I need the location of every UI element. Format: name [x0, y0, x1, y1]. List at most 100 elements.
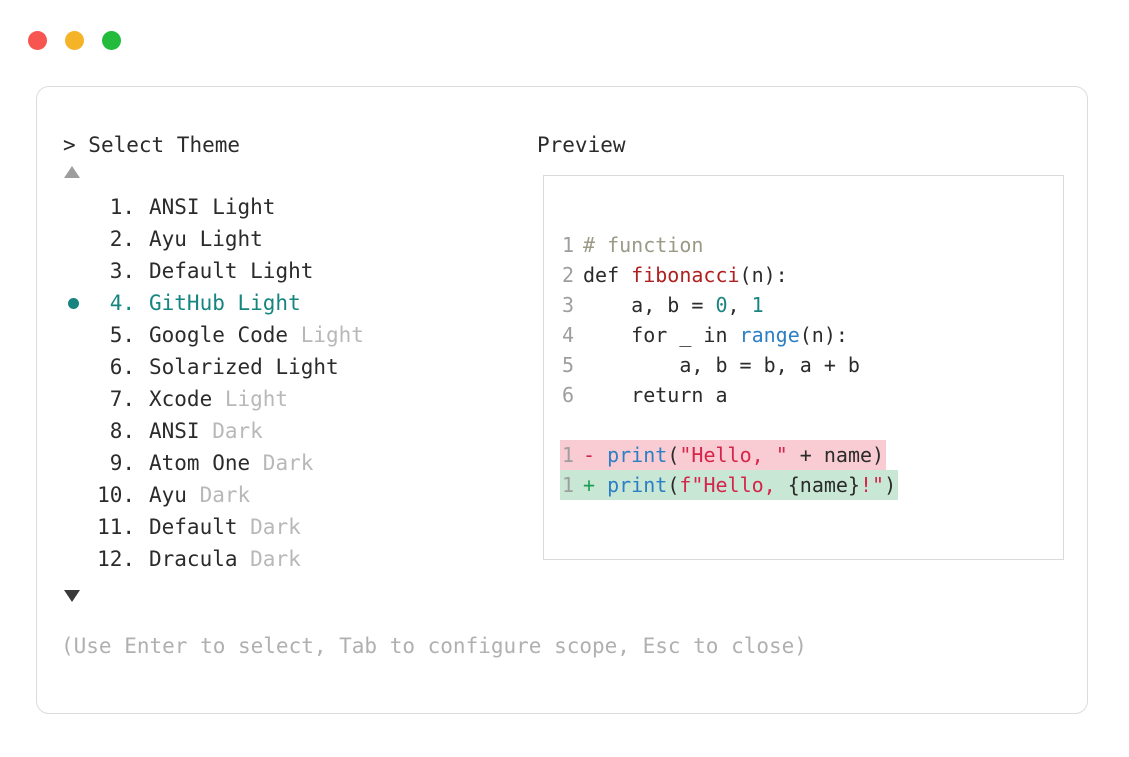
code-token: range [739, 323, 800, 347]
code-token: ( [667, 473, 680, 497]
theme-item-variant: Light [199, 195, 276, 219]
close-button-icon[interactable] [28, 31, 47, 50]
code-line: 3 a, b = 0, 1 [560, 290, 898, 320]
code-token: print [607, 443, 668, 467]
code-token: # function [583, 233, 704, 257]
code-token: def [583, 263, 632, 287]
diff-line-content: 1- print("Hello, " + name) [560, 440, 887, 470]
theme-item-variant: Light [186, 227, 263, 251]
line-number: 5 [561, 353, 574, 377]
theme-list-item[interactable]: 9. Atom One Dark [63, 447, 493, 479]
theme-item-label: Default Dark [149, 515, 301, 539]
theme-list-item[interactable]: 10. Ayu Dark [63, 479, 493, 511]
scroll-up-arrow-icon[interactable] [64, 166, 80, 178]
theme-item-label: Ayu Dark [149, 483, 251, 507]
theme-list-item[interactable]: 6. Solarized Light [63, 351, 493, 383]
code-token: 0 [715, 293, 728, 317]
theme-list-item[interactable]: 3. Default Light [63, 255, 493, 287]
theme-list-item[interactable]: 2. Ayu Light [63, 223, 493, 255]
line-number: 6 [561, 383, 574, 407]
theme-item-variant: Dark [250, 451, 314, 475]
preview-heading: Preview [537, 133, 626, 157]
theme-item-number: 8. [109, 419, 135, 443]
code-token: (n): [799, 323, 848, 347]
minimize-button-icon[interactable] [65, 31, 84, 50]
diff-marker: + [583, 473, 608, 497]
code-token: print [607, 473, 668, 497]
theme-item-number: 12. [97, 547, 135, 571]
line-number: 1 [561, 473, 574, 497]
theme-item-number: 5. [109, 323, 135, 347]
code-line: 1 # function [560, 230, 898, 260]
theme-list-item[interactable]: 12. Dracula Dark [63, 543, 493, 575]
theme-item-variant: Dark [237, 547, 301, 571]
theme-item-label: ANSI Dark [149, 419, 263, 443]
theme-list-item[interactable]: 8. ANSI Dark [63, 415, 493, 447]
code-spacer [560, 410, 898, 440]
theme-list-item[interactable]: 11. Default Dark [63, 511, 493, 543]
theme-item-label: Atom One Dark [149, 451, 314, 475]
line-number: 2 [561, 263, 574, 287]
code-line: 2 def fibonacci(n): [560, 260, 898, 290]
theme-item-number: 3. [109, 259, 135, 283]
theme-item-label: Xcode Light [149, 387, 289, 411]
diff-line-content: 1+ print(f"Hello, {name}!") [560, 470, 899, 500]
theme-item-variant: Dark [199, 419, 263, 443]
keyboard-hint: (Use Enter to select, Tab to configure s… [61, 634, 807, 658]
code-line: 6 return a [560, 380, 898, 410]
window-controls [28, 31, 121, 50]
code-token: a, b = b, a + b [583, 353, 860, 377]
theme-list-item[interactable]: 4. GitHub Light [63, 287, 493, 319]
code-token: 1 [751, 293, 764, 317]
theme-item-variant: Dark [237, 515, 301, 539]
theme-item-label: Dracula Dark [149, 547, 301, 571]
code-token: {name} [787, 473, 860, 497]
code-token: (n): [739, 263, 788, 287]
theme-item-number: 11. [97, 515, 135, 539]
line-number: 1 [561, 233, 574, 257]
code-token: "Hello, " [679, 443, 788, 467]
theme-item-variant: Light [237, 259, 314, 283]
code-token: , [727, 293, 752, 317]
theme-item-variant: Dark [186, 483, 251, 507]
theme-item-number: 10. [97, 483, 135, 507]
theme-item-number: 6. [109, 355, 135, 379]
code-token: for _ in [583, 323, 740, 347]
theme-item-variant: Light [262, 355, 339, 379]
line-number: 1 [561, 443, 574, 467]
theme-item-variant: Light [224, 291, 301, 315]
theme-item-label: Ayu Light [149, 227, 263, 251]
theme-item-label: Google Code Light [149, 323, 364, 347]
maximize-button-icon[interactable] [102, 31, 121, 50]
code-line: 4 for _ in range(n): [560, 320, 898, 350]
theme-list-item[interactable]: 5. Google Code Light [63, 319, 493, 351]
page-title: Select Theme [88, 133, 241, 157]
theme-list-item[interactable]: 7. Xcode Light [63, 383, 493, 415]
theme-item-number: 4. [109, 291, 135, 315]
line-number: 4 [561, 323, 574, 347]
code-token: return a [583, 383, 728, 407]
theme-item-number: 7. [109, 387, 135, 411]
theme-item-variant: Light [288, 323, 364, 347]
code-token: fibonacci [631, 263, 740, 287]
code-line: 5 a, b = b, a + b [560, 350, 898, 380]
diff-marker: - [583, 443, 608, 467]
theme-item-number: 9. [109, 451, 135, 475]
theme-item-label: Default Light [149, 259, 314, 283]
scroll-down-arrow-icon[interactable] [64, 590, 80, 602]
theme-item-label: GitHub Light [149, 291, 301, 315]
code-token: + name) [787, 443, 885, 467]
theme-item-label: Solarized Light [149, 355, 339, 379]
prompt-marker: > [63, 133, 89, 157]
code-token: a, b = [583, 293, 716, 317]
theme-list-item[interactable]: 1.ANSI Light [63, 191, 493, 223]
code-token: ) [884, 473, 897, 497]
code-token: !" [859, 473, 885, 497]
theme-item-variant: Light [212, 387, 289, 411]
line-number: 3 [561, 293, 574, 317]
theme-list: 1.ANSI Light 2. Ayu Light 3. Default Light 4.… [63, 191, 493, 575]
theme-item-number: 2. [109, 227, 135, 251]
theme-item-number: 1. [109, 195, 135, 219]
